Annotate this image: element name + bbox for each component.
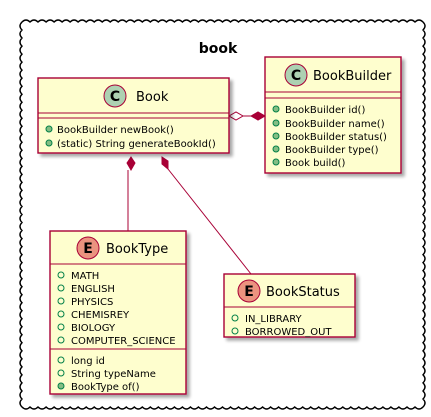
public-method-icon xyxy=(45,139,53,147)
public-field-icon xyxy=(57,297,65,305)
enum-badge-icon xyxy=(76,236,100,260)
method: BookBuilder name() xyxy=(285,119,385,130)
enum-constant-list: IN_LIBRARY BORROWED_OUT xyxy=(231,314,332,338)
enum-constant: COMPUTER_SCIENCE xyxy=(71,336,176,347)
filled-diamond-bookbuilder-side xyxy=(249,111,267,121)
package-book: book xyxy=(19,19,426,410)
method-list: BookBuilder id() BookBuilder name() Book… xyxy=(272,105,387,169)
member-list: long id String typeName BookType of() xyxy=(57,356,156,393)
enum-constant-list: MATH ENGLISH PHYSICS CHEMISREY BIOLOGY C… xyxy=(57,271,176,347)
enum-constant: BORROWED_OUT xyxy=(245,327,332,338)
public-field-icon xyxy=(57,310,65,318)
method: BookBuilder type() xyxy=(285,145,379,156)
enum-constant: ENGLISH xyxy=(71,284,115,295)
enum-constant: IN_LIBRARY xyxy=(245,314,303,325)
method: BookBuilder newBook() xyxy=(57,125,174,136)
enum-badge-icon xyxy=(237,279,261,303)
enum-booktype[interactable] xyxy=(49,230,187,395)
public-field-icon xyxy=(57,323,65,331)
public-field-icon xyxy=(57,284,65,292)
enum-name: BookStatus xyxy=(266,285,340,300)
enum-constant: MATH xyxy=(71,271,99,282)
enum-constant: CHEMISREY xyxy=(71,310,130,321)
public-field-icon xyxy=(57,356,65,364)
class-badge-letter: C xyxy=(110,89,120,105)
enum-bookstatus-content: E BookStatus IN_LIBRARY BORROWED_OUT xyxy=(224,279,355,338)
class-badge-letter: C xyxy=(291,68,301,84)
public-method-icon xyxy=(45,125,53,133)
class-name: BookBuilder xyxy=(313,69,392,84)
enum-booktype-content: E BookType MATH ENGLISH PHYSICS CHEMISRE… xyxy=(50,236,186,393)
method: (static) String generateBookId() xyxy=(57,139,216,150)
relations xyxy=(126,111,267,275)
enum-badge-letter: E xyxy=(244,284,254,300)
public-method-icon xyxy=(272,105,280,113)
field: String typeName xyxy=(71,369,156,380)
method-list: BookBuilder newBook() (static) String ge… xyxy=(45,125,216,150)
package-border xyxy=(19,19,426,410)
filled-diamond-book-bookstatus xyxy=(161,156,169,171)
field: long id xyxy=(71,356,105,367)
public-field-icon xyxy=(57,271,65,279)
class-name: Book xyxy=(136,90,169,105)
class-book[interactable] xyxy=(37,77,230,154)
class-badge-icon xyxy=(284,63,308,87)
class-book-content: C Book BookBuilder newBook() (static) St… xyxy=(38,84,229,150)
enum-name: BookType xyxy=(106,242,168,257)
public-field-icon xyxy=(57,336,65,344)
public-field-icon xyxy=(231,314,239,322)
public-method-icon xyxy=(272,119,280,127)
class-badge-icon xyxy=(103,84,127,108)
enum-constant: BIOLOGY xyxy=(71,323,116,334)
class-bookbuilder-content: C BookBuilder BookBuilder id() BookBuild… xyxy=(265,63,401,169)
enum-badge-letter: E xyxy=(83,241,93,257)
open-diamond-book-side xyxy=(227,111,245,121)
package-title: book xyxy=(199,41,238,57)
public-method-icon xyxy=(57,382,65,390)
public-field-icon xyxy=(57,369,65,377)
method: BookBuilder id() xyxy=(285,105,365,116)
public-method-icon xyxy=(272,158,280,166)
edge-book-bookstatus xyxy=(167,168,252,275)
filled-diamond-book-booktype xyxy=(126,156,136,172)
method: BookBuilder status() xyxy=(285,132,387,143)
enum-constant: PHYSICS xyxy=(71,297,113,308)
public-method-icon xyxy=(272,145,280,153)
method: Book build() xyxy=(285,158,346,169)
public-field-icon xyxy=(231,327,239,335)
public-method-icon xyxy=(272,132,280,140)
method: BookType of() xyxy=(71,382,140,393)
